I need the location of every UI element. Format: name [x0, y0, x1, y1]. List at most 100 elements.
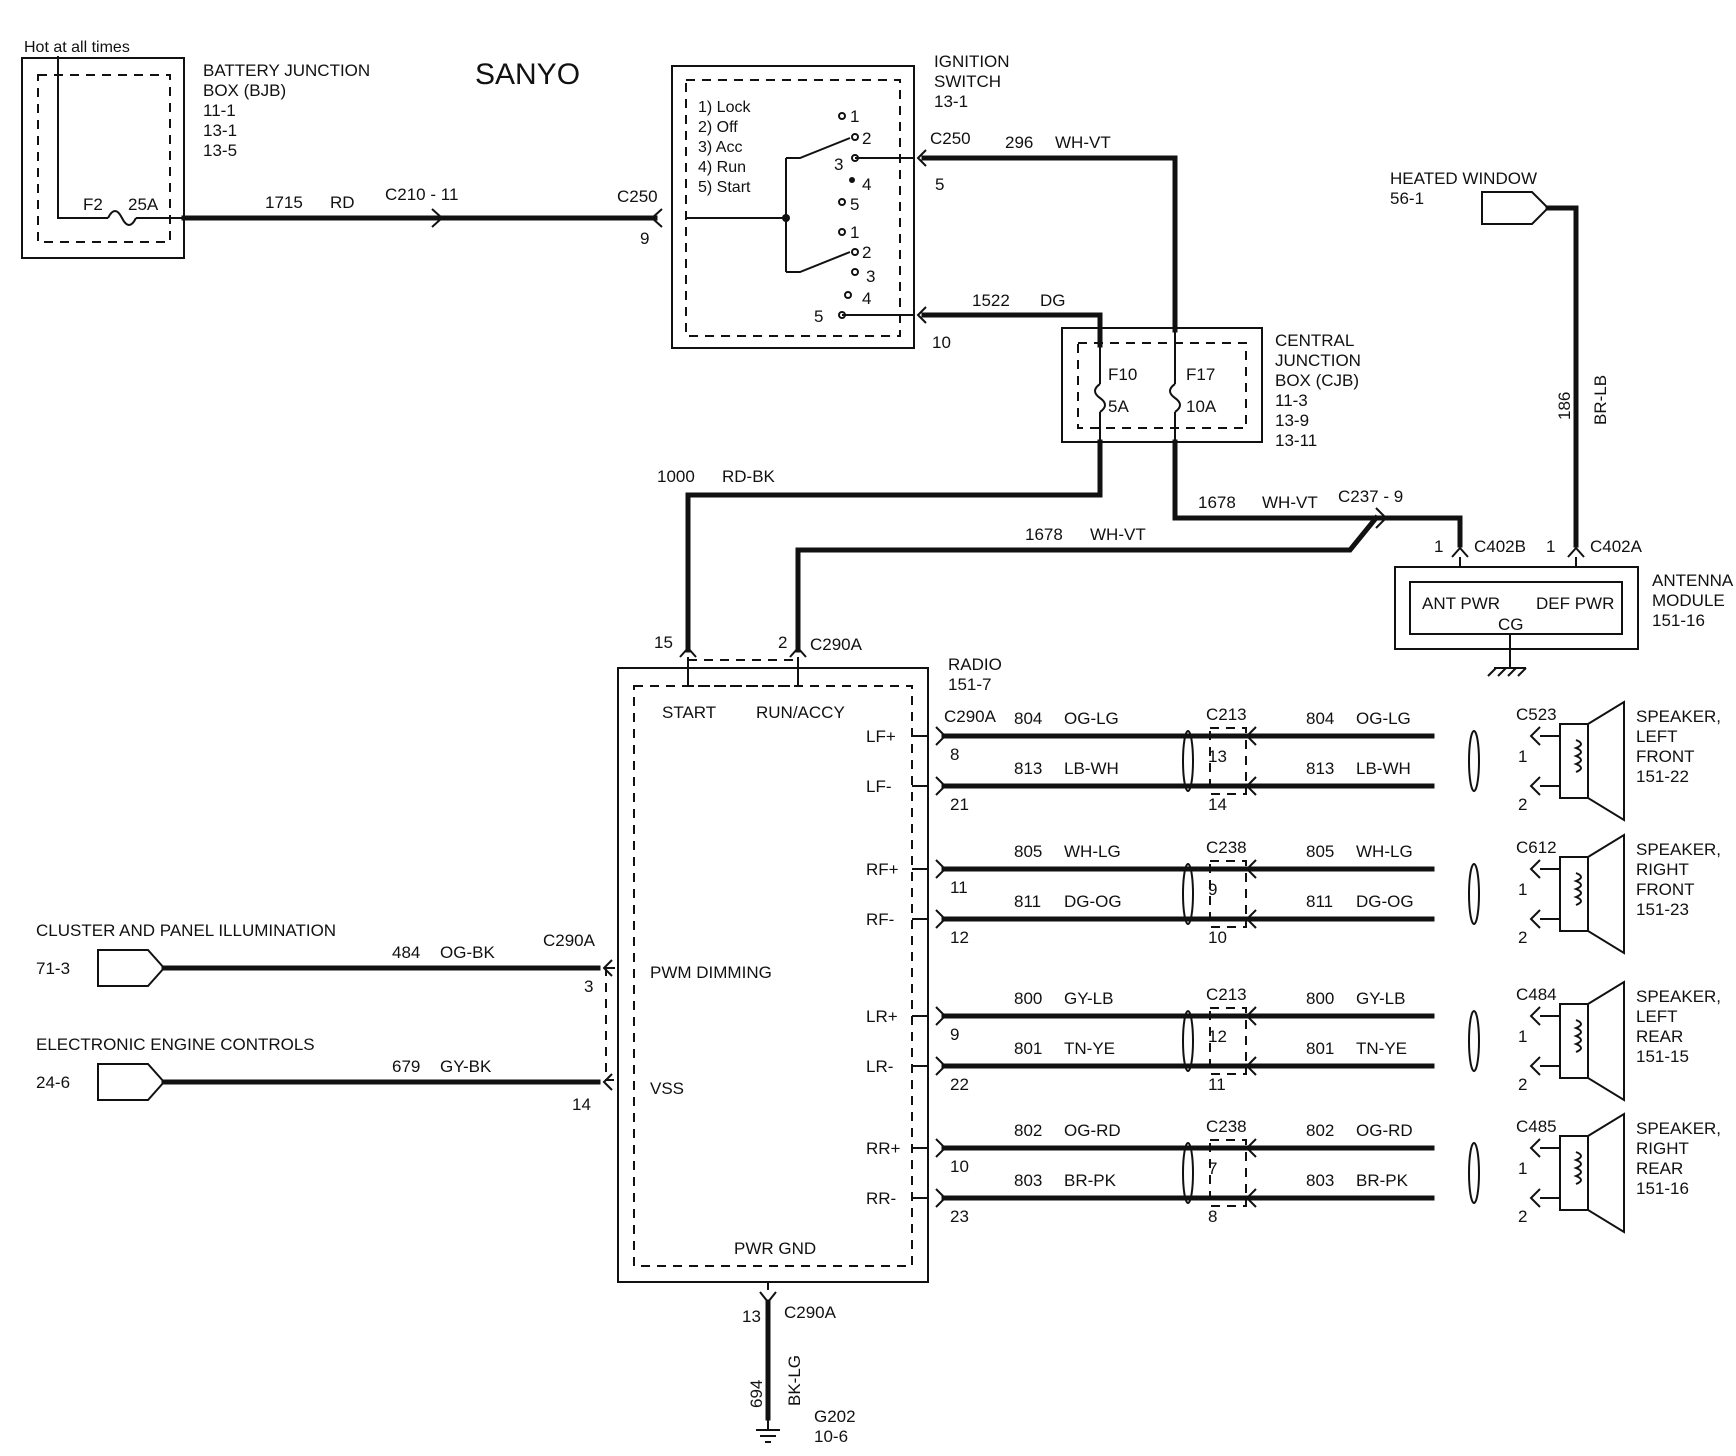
speaker-2-spk-connector: C612	[1516, 838, 1557, 857]
cluster-pin: 3	[584, 977, 593, 996]
cluster-illumination-input: CLUSTER AND PANEL ILLUMINATION 71-3 484 …	[36, 921, 613, 996]
speaker-4-spk-plus-pin: 1	[1518, 1159, 1527, 1178]
speaker-3-mid-connector-shell	[1209, 1007, 1247, 1075]
ignition-upper-contact-2: 2	[862, 129, 871, 148]
ignition-upper-contact-3: 3	[834, 155, 843, 174]
speaker-1-spk-coil	[1573, 739, 1582, 773]
wire-186-circuit: 186	[1555, 392, 1574, 420]
ignition-in-connector: C250	[617, 187, 658, 206]
speaker-1-name-line-1: SPEAKER,	[1636, 707, 1721, 726]
ignition-lower-contact-4: 4	[862, 289, 871, 308]
wire-1522-color: DG	[1040, 291, 1066, 310]
speaker-2-spk-cone	[1587, 833, 1625, 955]
ground-circuit: 694	[747, 1380, 766, 1408]
speaker-1-conn-arrow-1	[1245, 776, 1257, 796]
speaker-3-mid-plus-pin: 12	[1208, 1027, 1227, 1046]
wire-1678-upper-circuit: 1678	[1198, 493, 1236, 512]
antenna-pin-def: DEF PWR	[1536, 594, 1614, 613]
bjb-ref-3: 13-5	[203, 141, 237, 160]
speaker-2-twist-1	[1468, 863, 1480, 925]
speaker-3-minus-circuit-left: 801	[1014, 1039, 1042, 1058]
speaker-4-spk-connector: C485	[1516, 1117, 1557, 1136]
speaker-4-minus-color-left: BR-PK	[1064, 1171, 1117, 1190]
speaker-3-minus-circuit-right: 801	[1306, 1039, 1334, 1058]
speaker-3-radio-arrow-0	[935, 1006, 947, 1026]
speaker-3-conn-arrow-3	[1529, 1056, 1541, 1076]
bjb-fuse-rating: 25A	[128, 195, 159, 214]
radio-runaccy-pin: 2	[778, 633, 787, 652]
speaker-2-minus-circuit-right: 811	[1306, 892, 1333, 911]
speaker-1-spk-plus-pin: 1	[1518, 747, 1527, 766]
speaker-4-name-line-3: REAR	[1636, 1159, 1683, 1178]
bjb-name-line2: BOX (BJB)	[203, 81, 286, 100]
ignition-name-line2: SWITCH	[934, 72, 1001, 91]
cjb-ref-3: 13-11	[1275, 431, 1317, 450]
speaker-3-minus-pin: 22	[950, 1075, 969, 1094]
wire-1678-lower: 1678 WH-VT	[795, 514, 1380, 653]
wire-296-color: WH-VT	[1055, 133, 1111, 152]
speaker-3-twist-0	[1182, 1010, 1194, 1072]
speaker-3-conn-arrow-0	[1245, 1006, 1257, 1026]
wire-1715-inline-connector: C210 - 11	[385, 185, 458, 204]
speaker-1-twist-1	[1468, 730, 1480, 792]
antenna-conn-b-pin: 1	[1434, 537, 1443, 556]
speaker-1-minus-color-right: LB-WH	[1356, 759, 1411, 778]
speaker-3-spk-magnet	[1559, 1003, 1589, 1079]
cjb-fuse-a-id: F10	[1108, 365, 1137, 384]
speaker-4-name-line-1: SPEAKER,	[1636, 1119, 1721, 1138]
ignition-lower-contact-5: 5	[814, 307, 823, 326]
ignition-out-pin-upper: 5	[935, 175, 944, 194]
speaker-1-plus-circuit-right: 804	[1306, 709, 1334, 728]
radio-name: RADIO	[948, 655, 1002, 674]
speaker-1-minus-pin: 21	[950, 795, 969, 814]
speaker-4-mid-minus-pin: 8	[1208, 1207, 1217, 1226]
speaker-2-plus-color-right: WH-LG	[1356, 842, 1413, 861]
speaker-2-mid-minus-pin: 10	[1208, 928, 1227, 947]
speaker-2-conn-arrow-2	[1529, 859, 1541, 879]
speaker-2-conn-arrow-3	[1529, 909, 1541, 929]
speaker-1-plus-circuit-left: 804	[1014, 709, 1042, 728]
wire-1678-upper-inline-connector: C237 - 9	[1338, 487, 1403, 506]
ignition-lower-contact-2: 2	[862, 243, 871, 262]
speaker-1-twist-0	[1182, 730, 1194, 792]
speaker-3-name-line-2: LEFT	[1636, 1007, 1678, 1026]
speaker-4-minus-color-right: BR-PK	[1356, 1171, 1409, 1190]
speaker-4-spk-coil	[1573, 1151, 1582, 1185]
speaker-3-spk-coil	[1573, 1019, 1582, 1053]
cluster-ref: 71-3	[36, 959, 70, 978]
speaker-2-mid-plus-pin: 9	[1208, 880, 1217, 899]
wire-1678-lower-color: WH-VT	[1090, 525, 1146, 544]
speaker-4-minus-pin: 23	[950, 1207, 969, 1226]
ground-id: G202	[814, 1407, 856, 1426]
cluster-color: OG-BK	[440, 943, 495, 962]
cluster-circuit: 484	[392, 943, 420, 962]
speaker-1-name-line-2: LEFT	[1636, 727, 1678, 746]
radio-top-connector: C290A	[810, 635, 863, 654]
speaker-2-plus-circuit-left: 805	[1014, 842, 1042, 861]
heated-window-name: HEATED WINDOW	[1390, 169, 1537, 188]
speaker-3-plus-color-left: GY-LB	[1064, 989, 1113, 1008]
speaker-2-plus-color-left: WH-LG	[1064, 842, 1121, 861]
speaker-4-plus-color-left: OG-RD	[1064, 1121, 1121, 1140]
battery-junction-box: Hot at all times F2 25A BATTERY JUNCTION…	[21, 39, 370, 259]
ignition-lower-contact-1: 1	[850, 223, 859, 242]
ignition-pos-4: 4) Run	[698, 159, 746, 176]
speaker-1-mid-plus-pin: 13	[1208, 747, 1227, 766]
speaker-4-spk-minus-pin: 2	[1518, 1207, 1527, 1226]
ignition-ref: 13-1	[934, 92, 968, 111]
speaker-4-spk-magnet	[1559, 1135, 1589, 1211]
radio-start-label: START	[662, 703, 716, 722]
speaker-4-plus-label: RR+	[866, 1139, 901, 1158]
speaker-1-plus-label: LF+	[866, 727, 896, 746]
bjb-hot-label: Hot at all times	[24, 39, 130, 56]
speaker-4-mid-plus-pin: 7	[1208, 1159, 1217, 1178]
speaker-2-radio-arrow-1	[935, 909, 947, 929]
speaker-1-plus-color-left: OG-LG	[1064, 709, 1119, 728]
ignition-pos-2: 2) Off	[698, 119, 738, 136]
speaker-3-conn-arrow-2	[1529, 1006, 1541, 1026]
speaker-1-spk-connector: C523	[1516, 705, 1557, 724]
speaker-1-spk-minus-pin: 2	[1518, 795, 1527, 814]
speaker-2-minus-circuit-left: 811	[1014, 892, 1041, 911]
speaker-3-plus-color-right: GY-LB	[1356, 989, 1405, 1008]
